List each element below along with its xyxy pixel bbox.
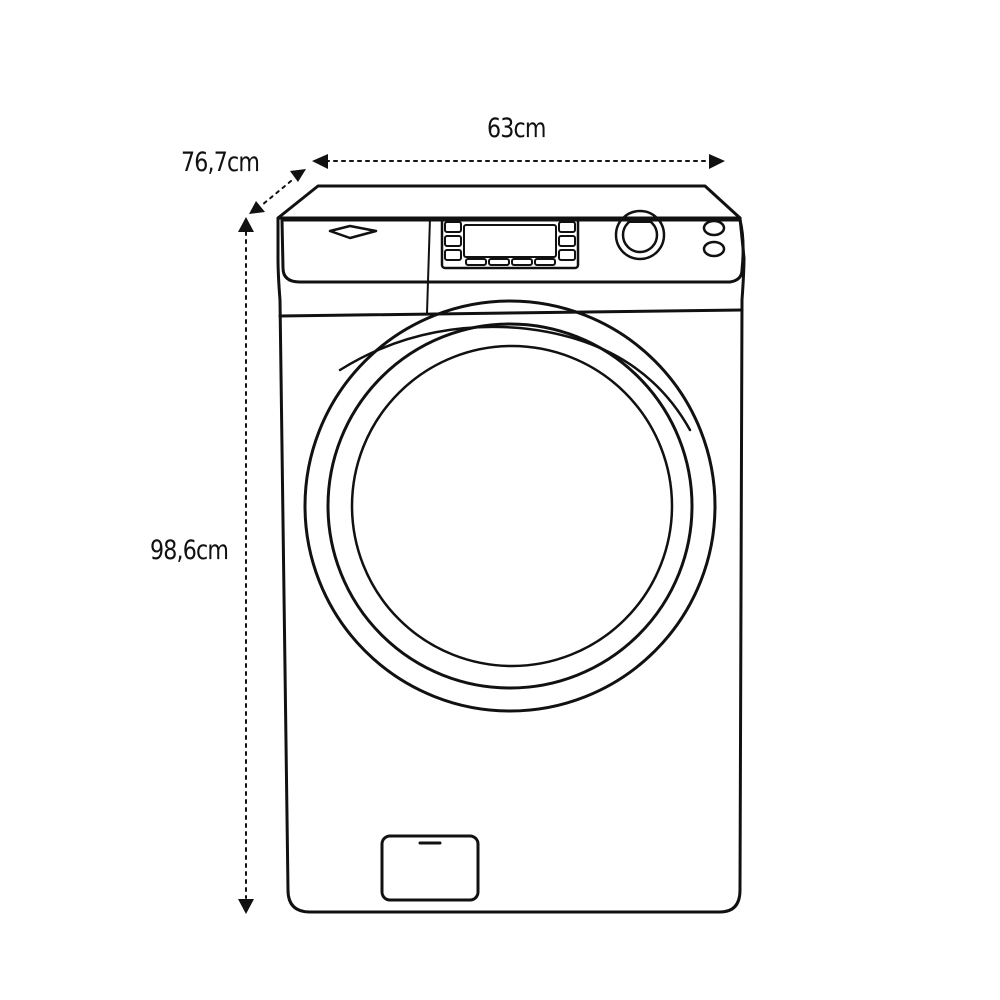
display-button-left-2 [444, 235, 462, 247]
height-arrow-bottom [238, 899, 254, 914]
drawer-handle-icon [328, 224, 378, 240]
program-knob [614, 209, 666, 261]
height-dimension [238, 217, 254, 914]
control-panel [280, 218, 745, 284]
display-button-right-2 [558, 235, 576, 247]
height-label: 98,6cm [150, 535, 229, 566]
display-button-right-1 [558, 221, 576, 233]
door-middle-ring [326, 322, 694, 690]
width-dimension [312, 154, 725, 169]
washing-machine [276, 184, 746, 914]
display-button-right-3 [558, 249, 576, 261]
height-arrow-top [238, 217, 254, 232]
panel-separator [426, 217, 431, 314]
depth-label: 76,7cm [181, 147, 260, 178]
door-outer-ring [303, 299, 717, 713]
display-button-left-3 [444, 249, 462, 261]
depth-dotted-line [261, 180, 292, 206]
depth-arrow-bottom [249, 201, 265, 214]
power-button-icon [702, 219, 726, 237]
display-button-bottom-4 [534, 258, 556, 266]
filter-cover-panel [380, 834, 480, 902]
knob-inner [621, 216, 659, 254]
display-button-left-1 [444, 221, 462, 233]
depth-dimension [249, 169, 306, 214]
display-button-bottom-3 [511, 258, 533, 266]
door-rim-highlight [338, 325, 692, 432]
depth-arrow-top [290, 169, 306, 182]
display-frame [440, 216, 580, 270]
display-button-bottom-1 [465, 258, 487, 266]
door [303, 299, 717, 713]
filter-cover [380, 834, 480, 902]
display-button-bottom-2 [488, 258, 510, 266]
width-label: 63cm [487, 113, 546, 144]
machine-top-lid [276, 184, 742, 220]
knob-outer-ring [614, 209, 666, 261]
width-arrow-left [312, 154, 328, 169]
start-button-icon [702, 240, 726, 258]
width-arrow-right [709, 154, 725, 169]
panel-lower-edge [278, 308, 744, 318]
machine-body-outline [276, 216, 746, 914]
door-glass [350, 344, 674, 668]
display-screen [463, 224, 557, 258]
display-module [440, 216, 580, 270]
